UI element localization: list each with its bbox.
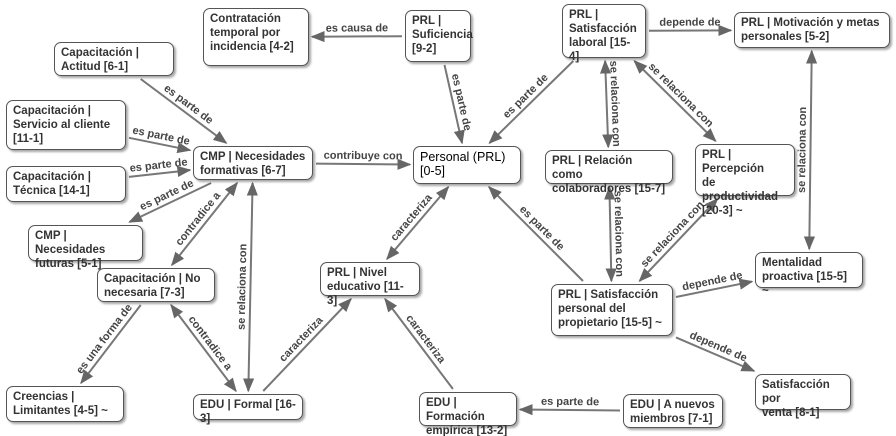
node-suficiencia[interactable]: PRL | Suficiencia [9-2]: [405, 10, 473, 62]
edge-label: se relaciona con: [612, 191, 626, 278]
edge-nivel-personal: [386, 185, 450, 261]
node-colaboradores[interactable]: PRL | Relación como colaboradores [15-7]: [545, 150, 673, 195]
node-productividad[interactable]: PRL | Percepción de productividad [20-3]…: [695, 144, 795, 217]
node-servicio[interactable]: Capacitación | Servicio al cliente [11-1…: [6, 100, 126, 150]
edge-label: es una forma de: [74, 302, 135, 376]
edge-sat_laboral-productividad: [633, 60, 717, 142]
edge-label: es parte de: [517, 204, 567, 254]
edge-sat_personal-personal: [488, 186, 584, 282]
node-contratacion[interactable]: Contratación temporal por incidencia [4-…: [203, 8, 309, 66]
edge-label: es parte de: [161, 82, 215, 126]
edge-label: caracteriza: [388, 191, 435, 243]
node-formal[interactable]: EDU | Formal [16-3]: [193, 394, 303, 425]
edge-sat_personal-venta: [675, 336, 756, 372]
node-personal[interactable]: Personal (PRL) [0-5]: [413, 146, 521, 184]
node-nivel[interactable]: PRL | Nivel educativo [11-3]: [320, 262, 420, 307]
edge-nuevos-empirica: [518, 404, 621, 416]
edge-label: se relaciona con: [796, 106, 809, 193]
edge-empirica-nivel: [384, 297, 454, 390]
node-futuras[interactable]: CMP | Necesidades futuras [5-1]: [28, 225, 143, 270]
edge-sat_personal-mentalidad: [675, 278, 754, 298]
edge-label: se relaciona con: [639, 199, 707, 270]
node-no-necesaria[interactable]: Capacitación | No necesaria [7-3]: [97, 268, 215, 302]
node-necesidades[interactable]: CMP | Necesidades formativas [6-7]: [193, 146, 313, 180]
node-venta[interactable]: Satisfacción por venta [8-1]: [755, 374, 851, 419]
edge-no_necesaria-creencias: [80, 304, 142, 385]
node-empirica[interactable]: EDU | Formación empírica [13-2] ~: [419, 392, 517, 436]
node-sat-personal[interactable]: PRL | Satisfacción personal del propieta…: [551, 284, 673, 336]
edge-no_necesaria-formal: [170, 303, 237, 393]
node-creencias[interactable]: Creencias | Limitantes [4-5] ~: [6, 386, 124, 422]
edge-colaboradores-sat_personal: [604, 185, 617, 283]
edge-label: es causa de: [326, 22, 388, 34]
node-motivacion[interactable]: PRL | Motivación y metas personales [5-2…: [734, 12, 890, 48]
edge-formal-nivel: [262, 297, 352, 392]
edge-productividad-sat_personal: [638, 197, 719, 283]
edge-formal-necesidades: [242, 181, 258, 393]
edge-actitud-necesidades: [140, 78, 228, 144]
edge-servicio-necesidades: [128, 136, 192, 154]
edge-label: caracteriza: [403, 313, 448, 367]
edge-label: es parte de: [501, 72, 551, 121]
edge-sat_laboral-personal: [488, 60, 575, 144]
node-tecnica[interactable]: Capacitación | Técnica [14-1]: [6, 166, 126, 202]
node-mentalidad[interactable]: Mentalidad proactiva [15-5] ~: [755, 252, 863, 297]
edge-necesidades-no_necesaria: [171, 181, 238, 267]
edge-suficiencia-personal: [443, 64, 465, 145]
node-actitud[interactable]: Capacitación | Actitud [6-1]: [54, 42, 174, 76]
edge-label: depende de: [659, 16, 720, 28]
edge-sat_laboral-colaboradores: [599, 59, 614, 149]
edge-label: se relaciona con: [236, 243, 250, 330]
edge-label: contradice a: [186, 314, 235, 374]
edge-label: caracteriza: [277, 314, 326, 365]
edge-necesidades-personal: [315, 158, 412, 170]
edge-label: contribuye con: [324, 150, 403, 163]
edge-label: se relaciona con: [607, 60, 622, 147]
node-sat-laboral[interactable]: PRL | Satisfacción laboral [15-4]: [562, 4, 646, 63]
edge-label: se relaciona con: [646, 61, 716, 130]
node-nuevos[interactable]: EDU | A nuevos miembros [7-1]: [623, 394, 723, 428]
edge-motivacion-mentalidad: [803, 49, 818, 251]
edge-label: es parte de: [541, 396, 599, 409]
edge-tecnica-necesidades: [128, 165, 192, 178]
